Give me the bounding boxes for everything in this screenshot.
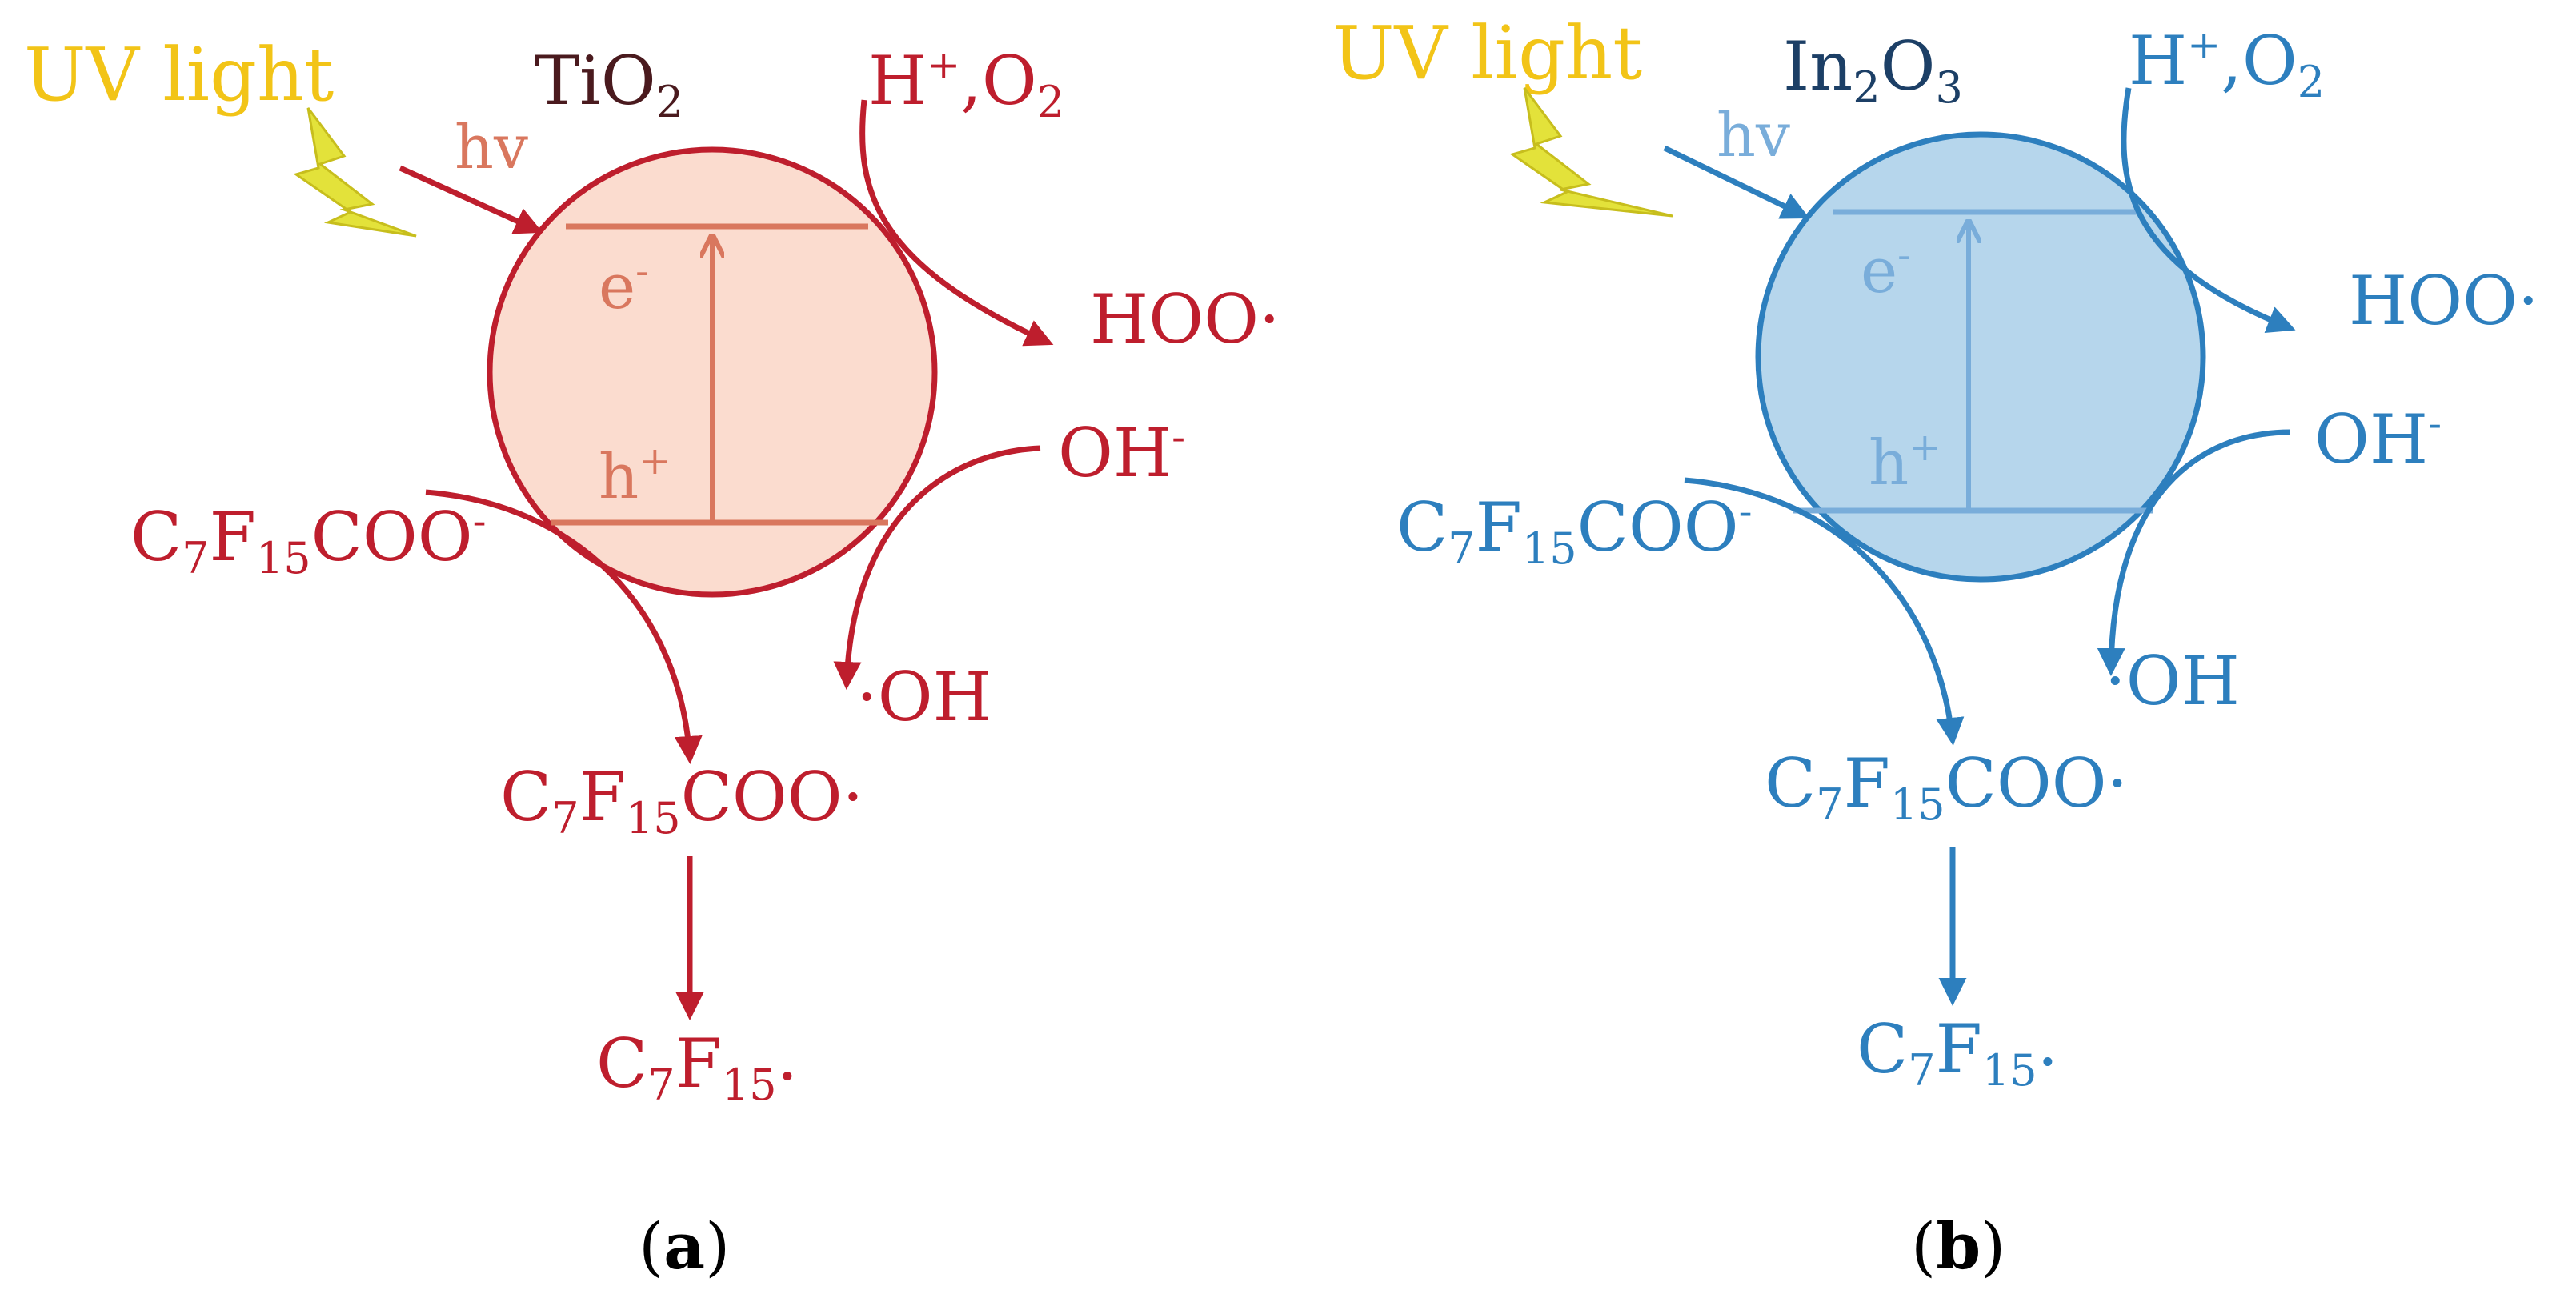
reactant-h-o2: H+,O2 [2129,22,2325,107]
lightning-bolt-icon [1509,87,1673,218]
hv-arrow [1663,145,1810,219]
panel-b: e- h+ UV light hv In2O3 H+,O2 HOO· OH- ·… [1332,10,2539,1284]
oxidation-oh-arrow [833,445,1041,690]
hv-label: hv [1717,99,1790,170]
hydroxide-label: OH- [1058,414,1185,492]
hv-label: hv [455,111,528,182]
pfoa-anion-label: C7F15COO- [130,498,487,583]
oxidation-pfoa-arrow [425,489,703,764]
electron-label: e- [1861,233,1910,307]
hole-label: h+ [599,439,671,513]
in2o3-particle [1755,131,2206,583]
uv-light-label: UV light [1332,10,1642,96]
pfoa-radical-label: C7F15COO· [500,758,863,843]
oxidation-oh-arrow [2097,429,2291,676]
panel-b-caption: (b) [1911,1208,2005,1284]
reactant-h-o2: H+,O2 [868,42,1064,127]
reduction-arrow [2121,87,2296,333]
material-label: TiO2 [535,42,683,127]
oxidation-pfoa-arrow [1684,477,1965,746]
lightning-bolt-icon [293,107,417,238]
panel-a-caption: (a) [639,1208,730,1284]
pfoa-anion-label: C7F15COO- [1396,488,1753,574]
hoo-radical-label: HOO· [1090,280,1280,359]
perfluoroheptyl-radical-label: C7F15· [1857,1010,2058,1101]
electron-label: e- [599,249,648,323]
reduction-arrow [859,99,1054,347]
perfluoroheptyl-radical-label: C7F15· [596,1024,798,1116]
hoo-radical-label: HOO· [2349,262,2539,340]
material-label: In2O3 [1783,27,1963,113]
panel-a: e- h+ UV light hv TiO2 H+,O2 HOO· OH- ·O… [24,32,1280,1284]
hydroxyl-radical-label: ·OH [856,658,992,736]
hydroxide-label: OH- [2314,400,2442,479]
pfoa-radical-label: C7F15COO· [1765,744,2128,830]
hydroxyl-radical-label: ·OH [2105,642,2240,720]
hole-label: h+ [1869,425,1941,499]
hv-arrow [399,165,543,234]
uv-light-label: UV light [24,32,334,118]
